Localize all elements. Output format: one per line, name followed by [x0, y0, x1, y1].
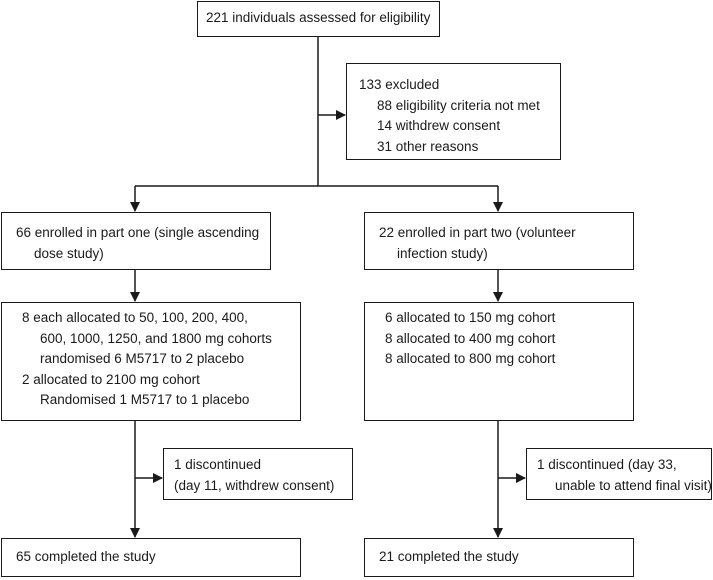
part-one-discontinued-line: (day 11, withdrew consent) — [174, 477, 335, 493]
part-one-allocation-box: 8 each allocated to 50, 100, 200, 400, 6… — [1, 302, 301, 421]
excluded-title: 133 excluded — [359, 77, 440, 92]
part-one-allocation-line: Randomised 1 M5717 to 1 placebo — [40, 392, 250, 407]
part-one-enrolled-line: dose study) — [34, 245, 104, 261]
excluded-reason: 88 eligibility criteria not met — [377, 97, 540, 113]
assessed-box: 221 individuals assessed for eligibility — [197, 1, 440, 37]
part-two-allocation-line: 8 allocated to 800 mg cohort — [385, 351, 556, 366]
part-one-allocation-line: 2 allocated to 2100 mg cohort — [22, 371, 200, 387]
part-one-completed-label: 65 completed the study — [16, 549, 156, 564]
part-two-enrolled-line: 22 enrolled in part two (volunteer — [379, 225, 576, 240]
part-two-allocation-line: 8 allocated to 400 mg cohort — [385, 330, 556, 346]
part-one-discontinued-box: 1 discontinued (day 11, withdrew consent… — [163, 448, 353, 500]
excluded-box: 133 excluded 88 eligibility criteria not… — [346, 63, 561, 160]
part-two-completed-box: 21 completed the study — [364, 538, 634, 577]
part-two-allocation-line: 6 allocated to 150 mg cohort — [385, 310, 556, 325]
part-two-discontinued-line: unable to attend final visit) — [555, 477, 712, 493]
part-one-enrolled-line: 66 enrolled in part one (single ascendin… — [16, 225, 260, 240]
part-one-allocation-line: 8 each allocated to 50, 100, 200, 400, — [22, 310, 248, 325]
part-one-allocation-line: 600, 1000, 1250, and 1800 mg cohorts — [40, 330, 272, 346]
part-one-discontinued-line: 1 discontinued — [174, 457, 262, 472]
part-one-completed-box: 65 completed the study — [1, 538, 301, 577]
part-two-enrolled-line: infection study) — [397, 245, 488, 261]
part-two-completed-label: 21 completed the study — [379, 549, 519, 564]
part-two-allocation-box: 6 allocated to 150 mg cohort 8 allocated… — [364, 302, 634, 421]
excluded-reason: 14 withdrew consent — [377, 118, 501, 133]
part-two-discontinued-box: 1 discontinued (day 33, unable to attend… — [526, 448, 712, 500]
assessed-label: 221 individuals assessed for eligibility — [206, 10, 431, 25]
part-one-allocation-line: randomised 6 M5717 to 2 placebo — [40, 351, 245, 366]
part-two-enrolled-box: 22 enrolled in part two (volunteer infec… — [364, 212, 634, 270]
excluded-reason: 31 other reasons — [377, 138, 479, 154]
part-two-discontinued-line: 1 discontinued (day 33, — [537, 457, 677, 472]
part-one-enrolled-box: 66 enrolled in part one (single ascendin… — [1, 212, 271, 270]
